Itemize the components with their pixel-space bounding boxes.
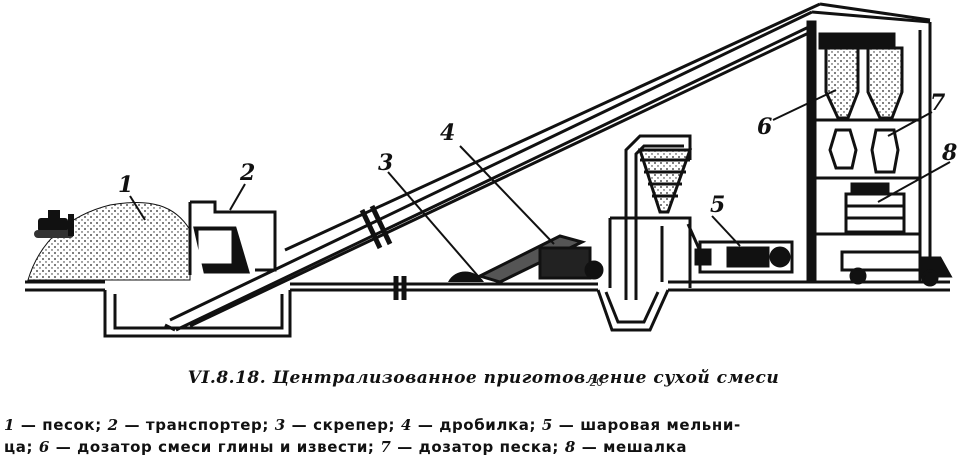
legend-item: 4 — дробилка; [400,416,542,434]
sand-dispenser [866,32,904,174]
callout-2: 2 [239,160,255,186]
truck-icon [840,250,953,287]
central-pit [596,289,670,332]
legend-item: 1 — песок; [4,416,108,434]
callout-3: 3 [378,150,393,176]
ground-joint [393,276,407,300]
callout-6: 6 [757,114,772,140]
crusher [475,234,604,284]
callout-5: 5 [710,192,725,218]
underground-pit [103,290,292,338]
legend-item: 8 — мешалка [564,438,688,456]
dry-mix-plant-diagram: 1 2 3 4 5 6 7 8 [25,2,957,338]
legend-line-2: ца; 6 — дозатор смеси глины и извести; 7… [4,436,954,458]
callout-7: 7 [930,90,946,116]
callout-leaders [129,89,951,277]
legend-item: 6 — дозатор смеси глины и извести; [38,438,381,456]
page-number: 20 [589,376,603,389]
legend-item: 7 — дозатор песка; [380,438,565,456]
transporter-hopper [188,200,277,275]
legend-item: 3 — скрепер; [274,416,401,434]
mixer [844,182,906,234]
figure-caption: VI.8.18. Централизованное приготовление … [187,368,780,388]
bulldozer-icon [34,210,74,238]
callout-8: 8 [941,140,957,166]
sand-pile [27,202,191,281]
clay-lime-dispenser [818,32,870,170]
scraper [448,271,484,282]
figure-legend: 1 — песок; 2 — транспортер; 3 — скрепер;… [4,414,954,458]
legend-item: ца; [4,438,39,456]
legend-item: 5 — шаровая мельни- [541,416,741,434]
legend-item: 2 — транспортер; [107,416,275,434]
elevator [608,134,706,300]
ball-mill [694,240,794,274]
conveyor-joint [359,204,393,250]
tower [806,20,932,284]
callout-1: 1 [118,172,133,198]
legend-line-1: 1 — песок; 2 — транспортер; 3 — скрепер;… [4,414,954,436]
callout-4: 4 [440,120,455,146]
inclined-conveyor [164,2,931,332]
